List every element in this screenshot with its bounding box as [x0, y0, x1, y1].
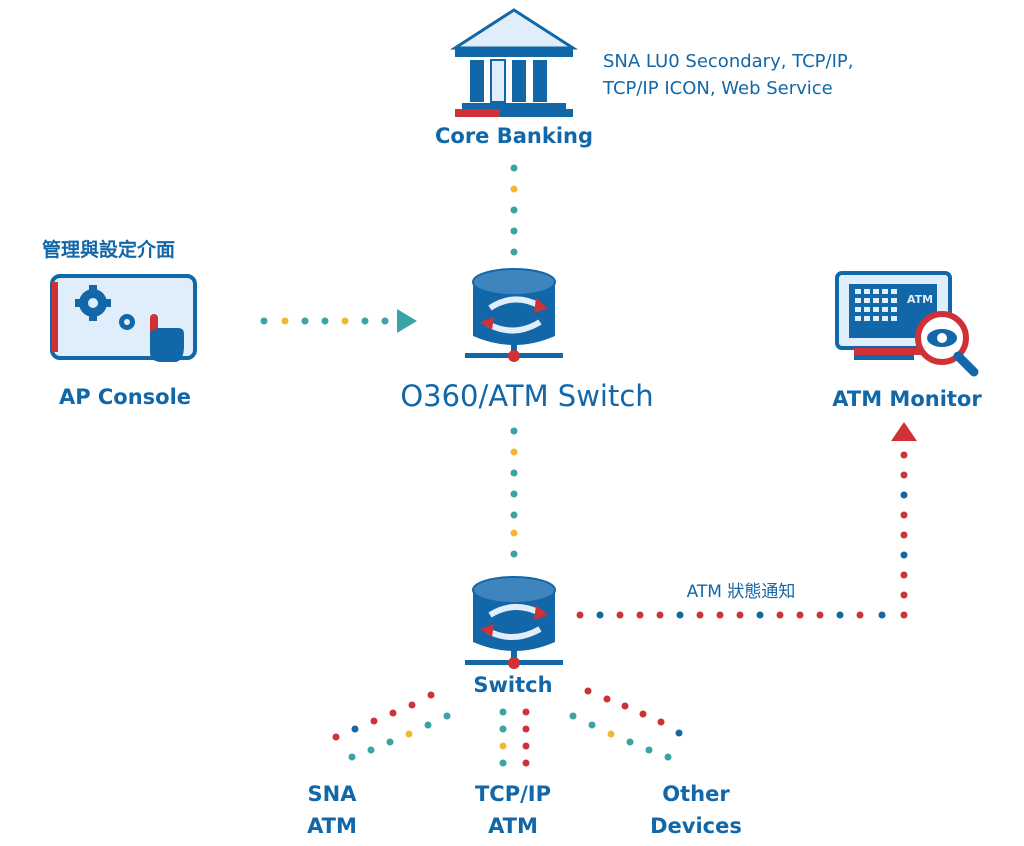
connector-core-to-switch [510, 164, 518, 256]
protocols-line2: TCP/IP ICON, Web Service [602, 78, 833, 99]
connector-switch-to-monitor [576, 422, 917, 619]
bank-icon [449, 8, 579, 117]
hand-pointer-icon [150, 314, 184, 362]
ap-console-caption: 管理與設定介面 [42, 238, 175, 261]
tcpip-atm-line2: ATM [488, 814, 538, 838]
other-devices-line1: Other [662, 782, 730, 806]
connector-switch-to-other [569, 687, 683, 761]
arrow-up-icon [891, 422, 917, 441]
core-banking-label: Core Banking [435, 124, 593, 148]
atm-monitor-label: ATM Monitor [832, 387, 982, 411]
main-switch-icon [465, 268, 563, 362]
main-switch-label: O360/ATM Switch [400, 379, 653, 413]
magnifier-eye-icon [915, 311, 979, 377]
other-devices-line2: Devices [650, 814, 742, 838]
tcpip-atm-line1: TCP/IP [475, 782, 551, 806]
switch-icon [465, 576, 563, 669]
sna-atm-line2: ATM [307, 814, 357, 838]
gear-icon [75, 285, 111, 321]
sna-atm-line1: SNA [308, 782, 358, 806]
connector-main-to-switch [510, 427, 518, 558]
gear-small-icon [119, 314, 135, 330]
arrow-right-icon [397, 309, 417, 333]
protocols-line1: SNA LU0 Secondary, TCP/IP, [603, 51, 854, 72]
connector-switch-to-tcpip [499, 708, 530, 767]
status-notice-label: ATM 狀態通知 [687, 582, 796, 602]
ap-console-label: AP Console [59, 385, 191, 409]
console-icon [50, 274, 197, 362]
connector-switch-to-sna [332, 691, 451, 761]
atm-screen-text: ATM [907, 293, 933, 306]
switch-label: Switch [473, 673, 552, 697]
atm-monitor-icon: ATM [835, 271, 979, 377]
connector-console-to-switch [260, 309, 417, 333]
